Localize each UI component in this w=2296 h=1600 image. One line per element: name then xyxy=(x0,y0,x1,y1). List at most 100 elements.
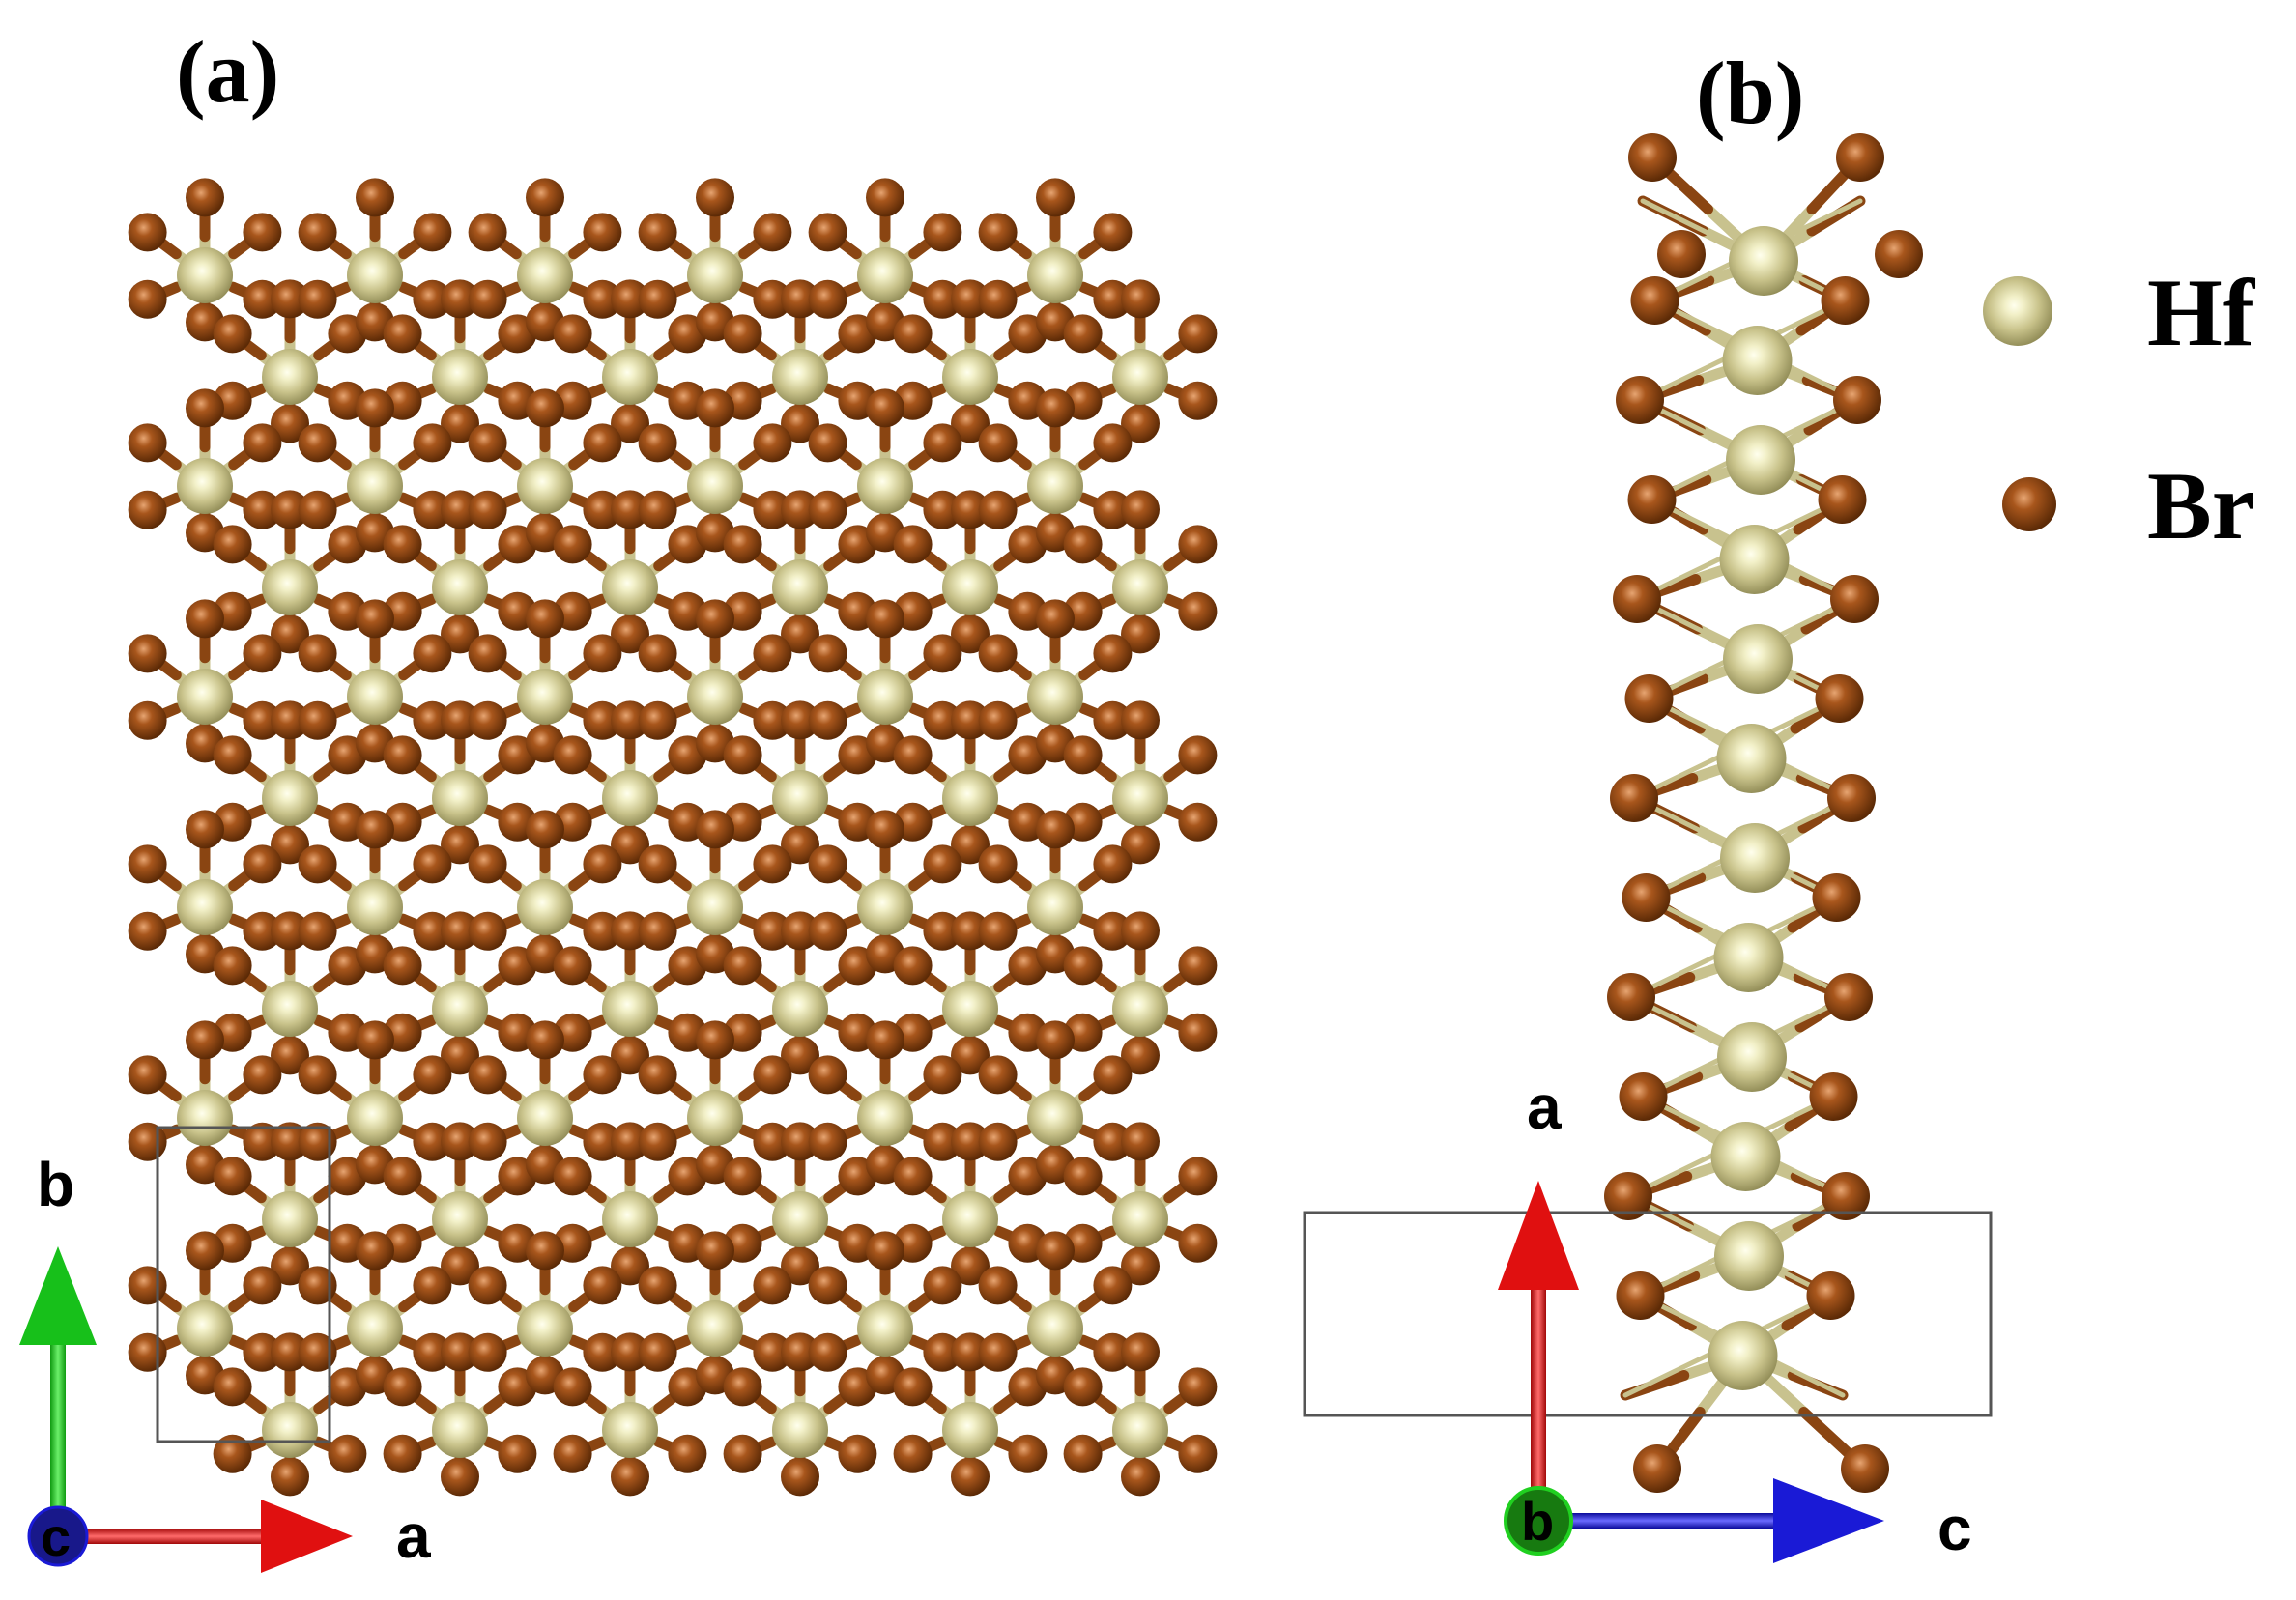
br-atom xyxy=(923,1266,962,1305)
br-atom xyxy=(1063,1367,1103,1407)
br-atom xyxy=(668,1434,707,1473)
br-atom xyxy=(128,1266,167,1305)
br-atom xyxy=(1178,1434,1218,1473)
br-atom xyxy=(753,700,792,740)
br-atom xyxy=(213,735,252,775)
br-atom xyxy=(128,844,167,884)
br-atom xyxy=(1093,490,1133,529)
hf-atom xyxy=(347,247,403,303)
br-atom xyxy=(243,700,282,740)
br-atom xyxy=(186,388,224,428)
br-atom xyxy=(1093,634,1133,673)
br-atom xyxy=(978,1055,1018,1095)
axis-b-origin-icon-b xyxy=(1504,1486,1573,1556)
br-atom xyxy=(1121,490,1160,529)
br-atom xyxy=(271,825,309,865)
br-atom xyxy=(696,1231,734,1271)
hf-atom xyxy=(1729,226,1798,296)
br-atom xyxy=(243,423,282,463)
br-atom xyxy=(441,1036,479,1075)
br-atom xyxy=(611,614,649,654)
br-atom xyxy=(526,599,564,639)
br-atom xyxy=(611,1122,649,1161)
br-atom xyxy=(638,490,677,529)
br-atom xyxy=(213,946,252,986)
axis-a-label-b: a xyxy=(1527,1072,1562,1142)
panel-a-hf-atoms xyxy=(177,247,1168,1458)
hf-atom xyxy=(1112,349,1168,405)
br-atom xyxy=(1178,1013,1218,1052)
br-atom xyxy=(923,490,962,529)
hf-atom xyxy=(1726,425,1795,495)
br-atom xyxy=(1178,591,1218,631)
hf-atom-icon xyxy=(1983,276,2052,346)
br-atom xyxy=(583,634,622,673)
axis-c-label: c xyxy=(41,1506,71,1567)
hf-atom xyxy=(517,1090,573,1146)
br-atom xyxy=(723,735,762,775)
br-atom xyxy=(1822,1172,1870,1220)
legend-item-hf: Hf xyxy=(1983,259,2256,366)
hf-atom xyxy=(1713,923,1784,992)
hf-atom xyxy=(347,1090,403,1146)
hf-atom xyxy=(1714,1221,1784,1291)
br-atom xyxy=(1812,873,1861,922)
br-atom xyxy=(413,1055,452,1095)
br-atom xyxy=(468,911,507,951)
br-atom xyxy=(1178,525,1218,564)
br-atom xyxy=(923,423,962,463)
hf-atom xyxy=(857,669,913,725)
br-atom xyxy=(128,423,167,463)
hf-atom xyxy=(1112,1191,1168,1247)
br-atom xyxy=(243,213,282,252)
br-atom xyxy=(298,911,337,951)
br-atom xyxy=(1818,475,1867,524)
panel-b-hf-atoms xyxy=(1708,226,1798,1390)
br-atom xyxy=(413,634,452,673)
br-atom xyxy=(611,490,649,529)
hf-atom xyxy=(1708,1321,1778,1390)
br-atom xyxy=(1063,314,1103,354)
br-atom xyxy=(583,844,622,884)
br-atom xyxy=(866,599,904,639)
br-atom xyxy=(866,1231,904,1271)
br-atom xyxy=(356,178,394,217)
legend-item-br: Br xyxy=(2002,452,2254,559)
br-atom xyxy=(923,279,962,319)
br-atom xyxy=(1619,1072,1668,1121)
br-atom xyxy=(808,213,847,252)
br-atom xyxy=(128,213,167,252)
br-atom xyxy=(213,1434,252,1473)
br-atom xyxy=(781,1457,819,1497)
br-atom xyxy=(808,279,847,319)
br-atom xyxy=(583,911,622,951)
br-atom xyxy=(186,1231,224,1271)
hf-atom xyxy=(942,349,998,405)
hf-atom xyxy=(942,770,998,826)
br-atom xyxy=(298,213,337,252)
br-atom xyxy=(781,1122,819,1161)
br-atom xyxy=(441,1246,479,1286)
panel-label-b: (b) xyxy=(1696,43,1804,142)
br-atom xyxy=(441,1457,479,1497)
br-atom xyxy=(213,314,252,354)
br-atom xyxy=(611,279,649,319)
br-atom xyxy=(441,700,479,740)
br-atom xyxy=(1178,802,1218,842)
hf-atom xyxy=(687,669,743,725)
hf-atom xyxy=(347,669,403,725)
hf-atom xyxy=(772,1191,828,1247)
br-atom xyxy=(271,490,309,529)
hf-atom xyxy=(772,559,828,615)
br-atom xyxy=(611,911,649,951)
br-atom xyxy=(1830,575,1879,623)
hf-atom xyxy=(177,1090,233,1146)
hf-atom xyxy=(1027,1300,1083,1357)
br-atom xyxy=(413,279,452,319)
br-atom xyxy=(271,404,309,443)
br-atom xyxy=(328,1434,367,1473)
br-atom xyxy=(1121,1122,1160,1161)
br-atom xyxy=(1628,133,1677,182)
br-atom xyxy=(1178,1223,1218,1263)
br-atom xyxy=(696,178,734,217)
